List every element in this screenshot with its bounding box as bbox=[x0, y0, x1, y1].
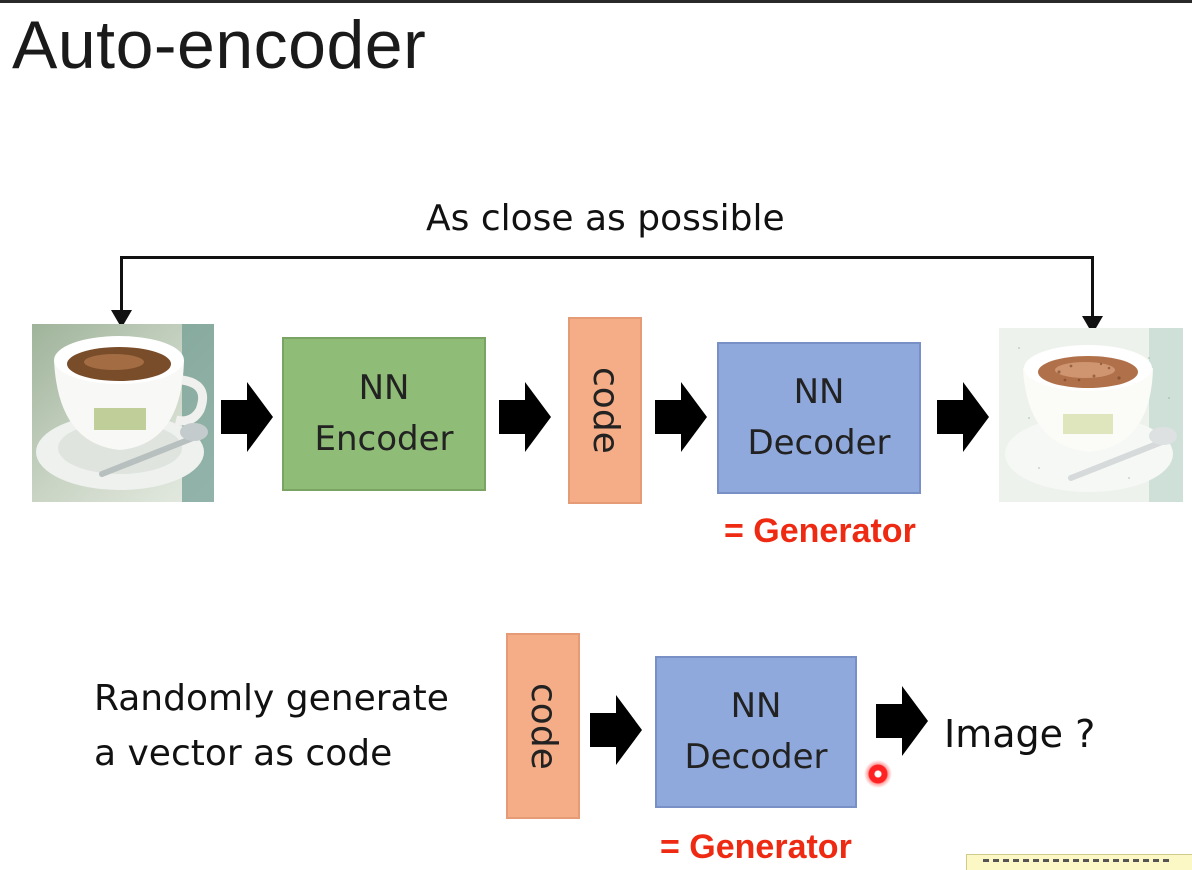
arrow-input-to-encoder-icon bbox=[221, 382, 273, 452]
input-coffee-photo-icon bbox=[32, 324, 214, 502]
code-box-bottom: code bbox=[506, 633, 580, 819]
output-coffee-photo-icon bbox=[999, 328, 1183, 502]
decoder-bottom-label-line1: NN bbox=[730, 686, 782, 726]
arrow-code-to-decoder-icon bbox=[655, 382, 707, 452]
feedback-arrowhead-right-icon bbox=[1082, 316, 1103, 334]
random-description-line1: Randomly generate bbox=[94, 678, 449, 719]
corner-note-text bbox=[983, 859, 1173, 862]
feedback-label: As close as possible bbox=[426, 198, 785, 239]
arrow-decoder-to-output-icon bbox=[937, 382, 989, 452]
feedback-arrowhead-left-icon bbox=[111, 310, 132, 328]
feedback-line-top bbox=[120, 256, 1094, 259]
corner-note bbox=[966, 854, 1192, 870]
nn-encoder-box: NN Encoder bbox=[282, 337, 486, 491]
encoder-label-line1: NN bbox=[358, 368, 410, 408]
decoder-label-line2: Decoder bbox=[747, 423, 891, 463]
code-label-bottom: code bbox=[523, 682, 564, 770]
generator-label-top: = Generator bbox=[724, 512, 916, 550]
top-rule bbox=[0, 0, 1192, 3]
decoder-label-line1: NN bbox=[793, 372, 845, 412]
random-description-line2: a vector as code bbox=[94, 733, 393, 774]
code-label: code bbox=[585, 367, 626, 454]
slide-title: Auto-encoder bbox=[12, 7, 427, 83]
code-box: code bbox=[568, 317, 642, 504]
arrow-code-to-decoder-bottom-icon bbox=[590, 695, 642, 765]
decoder-bottom-label-line2: Decoder bbox=[684, 737, 828, 777]
feedback-line-right bbox=[1091, 256, 1094, 318]
laser-pointer-icon bbox=[864, 760, 892, 788]
image-output-label: Image ? bbox=[944, 712, 1096, 756]
arrow-encoder-to-code-icon bbox=[499, 382, 551, 452]
nn-decoder-box: NN Decoder bbox=[717, 342, 921, 494]
nn-decoder-box-bottom: NN Decoder bbox=[655, 656, 857, 808]
generator-label-bottom: = Generator bbox=[660, 828, 852, 866]
encoder-label-line2: Encoder bbox=[314, 419, 454, 459]
feedback-line-left bbox=[120, 256, 123, 314]
arrow-decoder-to-image-icon bbox=[876, 686, 928, 756]
